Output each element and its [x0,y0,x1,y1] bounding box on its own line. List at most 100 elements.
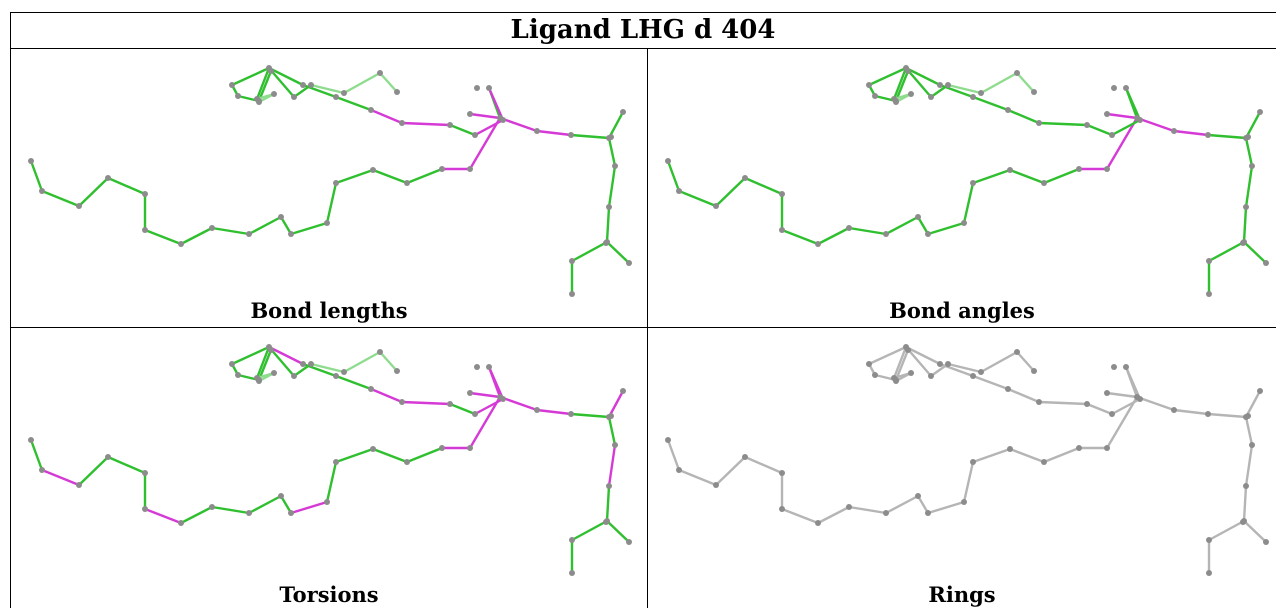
atom [178,241,184,247]
atom [142,506,148,512]
atom [866,361,872,367]
bond [971,374,1010,391]
bond [1110,397,1142,416]
bond [468,395,502,450]
atom [256,99,262,105]
bond [535,408,573,416]
bond [1124,86,1142,122]
atom [1109,411,1115,417]
bond [1042,167,1081,185]
column-divider [647,48,648,608]
atom [620,109,626,115]
atom [1123,85,1129,91]
atom [872,372,878,378]
atom [439,166,445,172]
atom [1111,85,1117,91]
bond [257,69,273,103]
bond [448,123,477,137]
atom [606,204,612,210]
atom [961,499,967,505]
bond [714,455,747,487]
atom [937,82,943,88]
bond [714,176,747,208]
atom [1171,407,1177,413]
atom [246,231,252,237]
atom [229,361,235,367]
bond [971,168,1012,185]
molecule-rings [665,344,1269,576]
bond [210,226,251,236]
atom [612,442,618,448]
bond [247,215,283,236]
atom [1137,396,1143,402]
atom [1005,386,1011,392]
bond [894,69,910,103]
bond [929,362,950,378]
bond [1242,205,1248,244]
bond [1085,123,1114,137]
bond [1244,110,1262,140]
atom [500,117,506,123]
bond [334,374,373,391]
panel-torsions: Torsions [11,328,647,608]
atom [945,361,951,367]
bond [867,345,908,366]
bond [400,400,452,406]
bond [916,215,930,236]
atom [928,94,934,100]
atom [1014,349,1020,355]
atom [1076,166,1082,172]
bond [405,167,444,185]
atom [368,386,374,392]
title-divider [10,48,1276,49]
atom [569,291,575,297]
atom [333,94,339,100]
bond [677,468,718,487]
atom [288,231,294,237]
atom [1205,132,1211,138]
atom [447,122,453,128]
bond [255,345,271,380]
atom [1257,388,1263,394]
atom [779,191,785,197]
atom [1171,128,1177,134]
atom [256,378,262,384]
atom [1245,134,1251,140]
atom [1249,442,1255,448]
bond [143,507,183,525]
atom [76,482,82,488]
bond [904,66,942,87]
atom [394,89,400,95]
bond [892,345,908,380]
bond [1105,395,1139,450]
atom [620,388,626,394]
atom [779,506,785,512]
atom [1084,401,1090,407]
caption-bond-lengths: Bond lengths [250,298,408,323]
bond [230,345,271,366]
bond [1135,116,1176,133]
atom [534,407,540,413]
atom [467,111,473,117]
bond [1172,129,1210,137]
caption-rings: Rings [928,582,996,607]
row-divider [10,327,1276,328]
atom [209,225,215,231]
bond [971,447,1012,464]
bond [1008,168,1046,185]
bond [1172,408,1210,416]
bond [743,455,784,475]
bond [143,228,183,246]
atom [467,166,473,172]
atom [915,214,921,220]
bond [1105,112,1139,120]
bond [405,446,444,464]
bond [1244,415,1254,447]
bond [904,345,942,366]
bond [468,112,502,120]
atom [883,510,889,516]
bond [1244,389,1262,419]
bond [210,505,251,515]
atom [291,94,297,100]
atom [945,82,951,88]
